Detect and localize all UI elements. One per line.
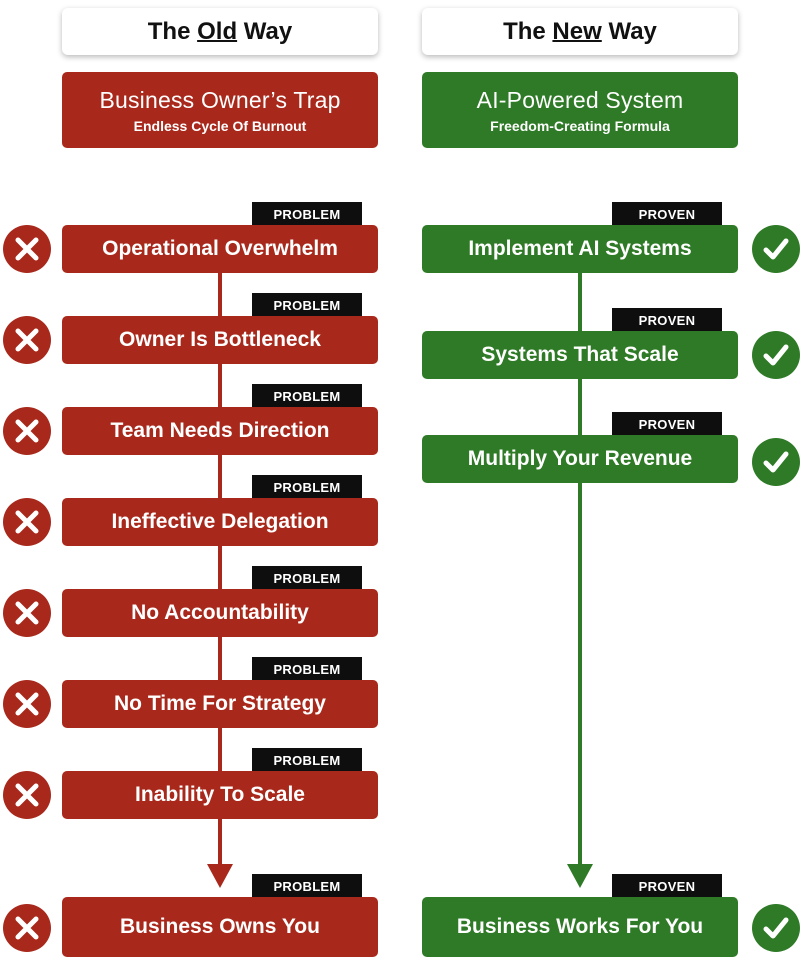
problem-tag: PROBLEM (252, 566, 362, 590)
old-way-header-emphasis: Old (197, 17, 238, 45)
x-icon (3, 680, 51, 728)
problem-tag: PROBLEM (252, 202, 362, 226)
old-way-step: No Time For Strategy (62, 680, 378, 728)
proven-tag: PROVEN (612, 202, 722, 226)
new-way-header-emphasis: New (552, 17, 602, 45)
check-icon (752, 438, 800, 486)
old-way-final-step: Business Owns You (62, 897, 378, 957)
problem-tag: PROBLEM (252, 293, 362, 317)
old-way-connector-line (218, 270, 222, 866)
problem-tag: PROBLEM (252, 384, 362, 408)
x-icon (3, 589, 51, 637)
old-way-step: Ineffective Delegation (62, 498, 378, 546)
x-icon (3, 225, 51, 273)
x-icon (3, 498, 51, 546)
check-icon (752, 904, 800, 952)
new-way-header-post: Way (601, 17, 657, 45)
new-way-step: Systems That Scale (422, 331, 738, 379)
x-icon (3, 904, 51, 952)
problem-tag: PROBLEM (252, 657, 362, 681)
old-way-step: Inability To Scale (62, 771, 378, 819)
new-way-arrowhead (567, 864, 593, 888)
x-icon (3, 407, 51, 455)
proven-tag: PROVEN (612, 308, 722, 332)
new-way-header: The New Way (422, 8, 738, 55)
proven-tag: PROVEN (612, 874, 722, 898)
problem-tag: PROBLEM (252, 475, 362, 499)
old-way-banner: Business Owner’s Trap Endless Cycle Of B… (62, 72, 378, 148)
old-way-header: The Old Way (62, 8, 378, 55)
new-way-step: Implement AI Systems (422, 225, 738, 273)
new-way-step: Multiply Your Revenue (422, 435, 738, 483)
old-way-banner-subtitle: Endless Cycle Of Burnout (133, 117, 307, 134)
proven-tag: PROVEN (612, 412, 722, 436)
problem-tag: PROBLEM (252, 874, 362, 898)
new-way-banner-subtitle: Freedom-Creating Formula (490, 117, 670, 134)
old-way-arrowhead (207, 864, 233, 888)
new-way-header-pre: The (503, 17, 553, 45)
problem-tag: PROBLEM (252, 748, 362, 772)
old-way-step: Owner Is Bottleneck (62, 316, 378, 364)
old-way-step: Operational Overwhelm (62, 225, 378, 273)
x-icon (3, 771, 51, 819)
new-way-connector-line (578, 270, 582, 866)
old-way-header-post: Way (237, 17, 293, 45)
new-way-banner: AI-Powered System Freedom-Creating Formu… (422, 72, 738, 148)
check-icon (752, 225, 800, 273)
new-way-final-step: Business Works For You (422, 897, 738, 957)
x-icon (3, 316, 51, 364)
new-way-banner-title: AI-Powered System (476, 86, 684, 113)
old-way-banner-title: Business Owner’s Trap (99, 86, 341, 113)
check-icon (752, 331, 800, 379)
old-way-step: No Accountability (62, 589, 378, 637)
old-way-header-pre: The (147, 17, 198, 45)
old-way-step: Team Needs Direction (62, 407, 378, 455)
